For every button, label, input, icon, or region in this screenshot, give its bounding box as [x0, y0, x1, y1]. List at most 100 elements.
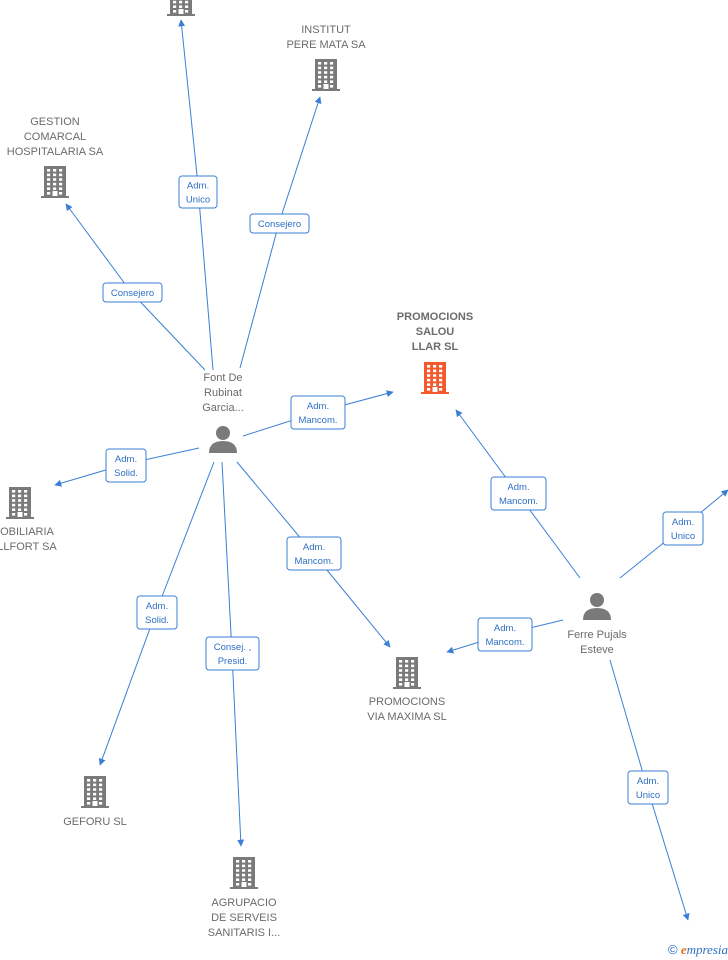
building-door	[17, 512, 23, 517]
building-window	[59, 182, 63, 186]
edge-label-font-inmob[interactable]: Adm.Solid.	[105, 448, 147, 483]
building-window	[411, 669, 415, 672]
building-window	[99, 797, 103, 800]
person-head	[216, 426, 230, 440]
building-window	[87, 797, 91, 800]
building-base	[230, 887, 258, 889]
building-window	[24, 490, 28, 493]
building-window	[87, 783, 91, 787]
edge-label-text: Unico	[636, 790, 660, 801]
building-window	[18, 503, 22, 507]
node-font[interactable]: Font DeRubinatGarcia...	[202, 372, 244, 453]
building-window	[24, 503, 28, 507]
person-icon	[209, 426, 237, 453]
building-window	[242, 860, 246, 863]
node-label: PERE MATA SA	[286, 39, 366, 51]
logo-name: mpresia	[686, 942, 728, 957]
building-window	[47, 182, 51, 186]
edge-label-font-promsalou[interactable]: Adm.Mancom.	[290, 395, 346, 430]
edge-label-font-institut[interactable]: Consejero	[249, 213, 310, 234]
building-window	[427, 369, 431, 373]
building-window	[179, 0, 183, 4]
building-window	[99, 779, 103, 782]
edge-label-ferre-viamax[interactable]: Adm.Mancom.	[477, 617, 533, 652]
edge-label-box	[136, 595, 178, 630]
node-label: COMARCAL	[24, 131, 86, 143]
building-window	[399, 664, 403, 668]
building-window	[47, 173, 51, 177]
building-window	[12, 503, 16, 507]
edge-label-text: Adm.	[146, 601, 168, 612]
building-window	[248, 878, 252, 881]
building-window	[324, 66, 328, 70]
building-window	[99, 802, 103, 805]
edge-label-font-top[interactable]: Adm.Unico	[178, 175, 218, 209]
building-window	[399, 678, 403, 681]
building-window	[93, 797, 97, 800]
node-label: SALOU	[416, 326, 455, 338]
edge-label-ferre-promsalou[interactable]: Adm.Mancom.	[490, 476, 547, 511]
edge-label-text: Solid.	[145, 615, 169, 626]
edge-label-text: Mancom.	[499, 496, 538, 507]
person-body	[209, 441, 237, 453]
building-window	[236, 860, 240, 863]
edge-label-text: Unico	[186, 195, 210, 206]
building-window	[24, 513, 28, 516]
edge-label-font-viamax[interactable]: Adm.Mancom.	[286, 536, 342, 571]
building-window	[99, 788, 103, 791]
building-window	[405, 673, 409, 677]
building-window	[318, 62, 322, 65]
building-window	[47, 169, 51, 172]
building-window	[93, 783, 97, 787]
building-window	[242, 869, 246, 872]
edge-label-box	[102, 282, 163, 303]
node-geforu[interactable]: GEFORU SL	[63, 776, 127, 828]
edge-label-ferre-offright[interactable]: Adm.Unico	[662, 511, 704, 546]
edge-label-text: Adm.	[115, 454, 137, 465]
edge-label-font-agrup[interactable]: Consej. ,Presid.	[205, 636, 260, 671]
building-window	[93, 779, 97, 782]
person-icon	[583, 593, 611, 620]
building-window	[47, 192, 51, 195]
building-window	[87, 802, 91, 805]
building-window	[53, 173, 57, 177]
building-window	[439, 378, 443, 382]
building-window	[185, 0, 189, 4]
building-window	[24, 508, 28, 511]
building-window	[173, 10, 177, 13]
building-door	[432, 387, 438, 392]
building-window	[248, 869, 252, 872]
building-window	[318, 85, 322, 88]
building-window	[318, 80, 322, 83]
building-window	[248, 883, 252, 886]
edge-label-ferre-offbottom[interactable]: Adm.Unico	[627, 770, 669, 805]
building-window	[18, 494, 22, 498]
edge-label-text: Mancom.	[294, 556, 333, 567]
node-label: Esteve	[580, 644, 614, 656]
building-window	[236, 878, 240, 881]
building-window	[18, 499, 22, 502]
edge-label-font-gestion[interactable]: Consejero	[102, 282, 163, 303]
building-window	[324, 75, 328, 79]
node-top[interactable]	[167, 0, 195, 16]
building-window	[318, 75, 322, 79]
edge-label-font-geforu[interactable]: Adm. Solid.	[136, 595, 178, 630]
building-base	[393, 687, 421, 689]
building-icon	[6, 487, 34, 519]
building-window	[405, 678, 409, 681]
building-base	[6, 517, 34, 519]
node-label: GESTION	[30, 116, 80, 128]
node-label: GEFORU SL	[63, 816, 127, 828]
building-window	[324, 80, 328, 83]
node-label: VIA MAXIMA SL	[367, 711, 446, 723]
building-window	[173, 5, 177, 8]
building-window	[87, 779, 91, 782]
edge-label-text: Consejero	[111, 288, 154, 299]
